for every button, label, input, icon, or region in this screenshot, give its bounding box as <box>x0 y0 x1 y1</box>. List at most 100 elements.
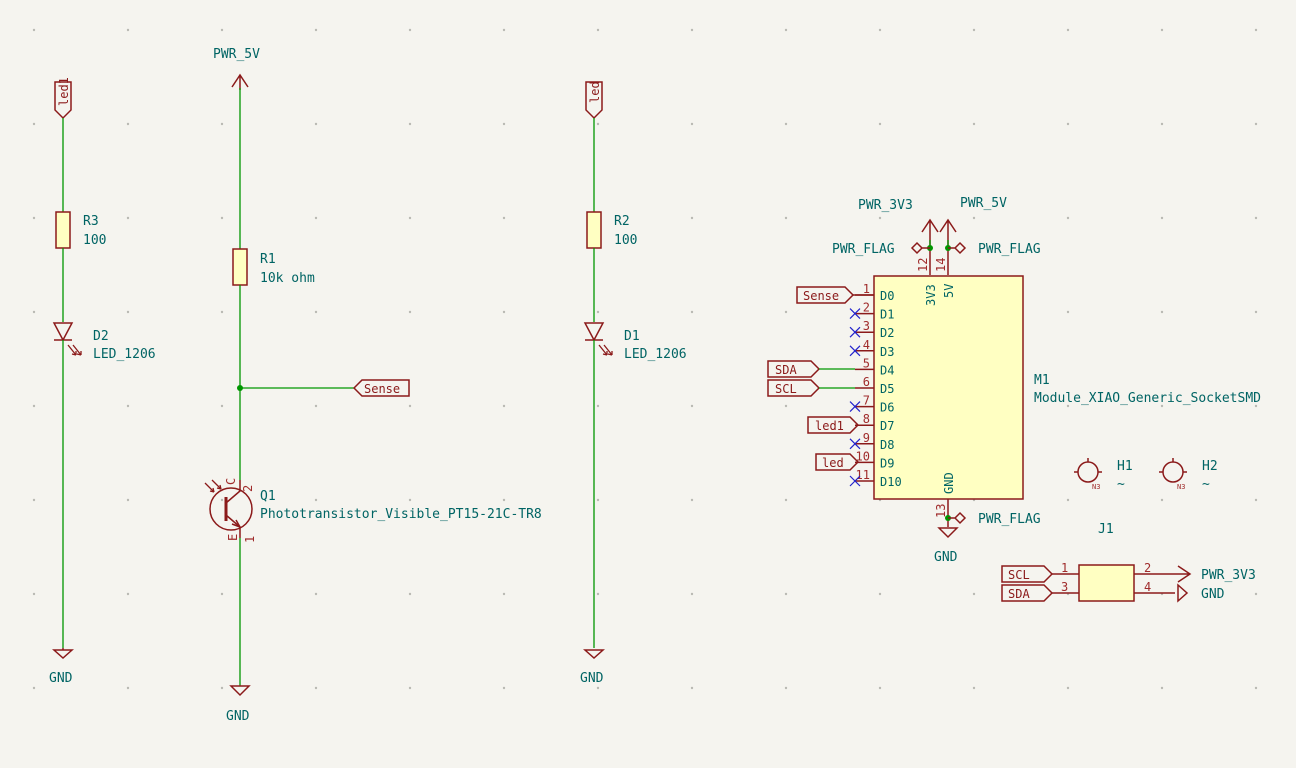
j1-ref: J1 <box>1098 522 1114 537</box>
label-scl-j1-text: SCL <box>1008 568 1030 582</box>
pwr-flag-3v3[interactable] <box>910 241 930 255</box>
sense-branch: PWR_5V R1 10k ohm Sense C 2 E 1 Q1 Photo… <box>204 47 542 724</box>
h2-value: ~ <box>1202 477 1210 492</box>
gnd-d1-text: GND <box>580 671 604 686</box>
mounting-hole-h1[interactable] <box>1074 458 1102 483</box>
pwr5v-symbol-top[interactable] <box>231 73 249 90</box>
no-connect-marker-11[interactable] <box>849 475 861 487</box>
m1-pin-num-2: 2 <box>863 301 870 315</box>
m1-pin-name-d1: D1 <box>880 308 894 322</box>
no-connect-marker-7[interactable] <box>849 401 861 413</box>
h1-value: ~ <box>1117 477 1125 492</box>
m1-pin-num-4: 4 <box>863 338 870 352</box>
label-sense-net-text: Sense <box>364 382 400 396</box>
label-sda-m1-text: SDA <box>775 363 797 377</box>
mounting-hole-h2[interactable] <box>1159 458 1187 483</box>
no-connect-marker-4[interactable] <box>849 345 861 357</box>
resistor-r1[interactable] <box>232 248 248 286</box>
module-m1-body[interactable] <box>873 275 1024 500</box>
m1-pin-gnd-name: GND <box>942 472 956 494</box>
xiao-module-group: PWR_3V3 PWR_5V PWR_FLAG PWR_FLAG 12 14 3… <box>767 196 1261 565</box>
m1-pin-5v-name: 5V <box>942 284 956 298</box>
flag-5v-text: PWR_FLAG <box>978 242 1041 257</box>
j1-pin2: 2 <box>1144 561 1151 575</box>
r1-ref: R1 <box>260 252 276 267</box>
m1-pin-num-10: 10 <box>856 449 870 463</box>
no-connect-marker-3[interactable] <box>849 326 861 338</box>
r3-ref: R3 <box>83 214 99 229</box>
m1-pin-name-d0: D0 <box>880 289 894 303</box>
j1-pin1: 1 <box>1061 561 1068 575</box>
no-connect-marker-2[interactable] <box>849 308 861 320</box>
label-led1-top[interactable] <box>54 81 72 120</box>
r1-value: 10k ohm <box>260 271 315 286</box>
gnd-symbol-m1[interactable] <box>937 527 959 539</box>
connector-j1-body[interactable] <box>1078 564 1135 602</box>
resistor-r3[interactable] <box>55 211 71 249</box>
label-sda-m1[interactable] <box>767 360 821 378</box>
pwr5v-m1-text: PWR_5V <box>960 196 1007 211</box>
led-d1[interactable] <box>583 322 613 356</box>
label-led1-m1[interactable] <box>807 416 860 434</box>
pwr3v3-symbol-j1[interactable] <box>1175 565 1192 583</box>
m1-pin-num-3: 3 <box>863 319 870 333</box>
m1-pin-name-d7: D7 <box>880 419 894 433</box>
pwr-flag-5v[interactable] <box>948 241 967 255</box>
gnd-symbol-d2[interactable] <box>52 648 74 660</box>
label-sense-net[interactable] <box>352 379 410 397</box>
r2-value: 100 <box>614 233 637 248</box>
pwr5v-top-text: PWR_5V <box>213 47 260 62</box>
background-grid <box>32 28 1258 690</box>
label-led-top-text: led <box>588 81 602 103</box>
label-sda-j1-text: SDA <box>1008 587 1030 601</box>
gnd-symbol-d1[interactable] <box>583 649 605 660</box>
q1-pin-e: E <box>226 534 240 541</box>
pwr-flag-gnd[interactable] <box>948 511 967 525</box>
led-d2[interactable] <box>52 322 82 356</box>
q1-pin-1: 1 <box>243 536 257 543</box>
m1-pin12-num: 12 <box>916 258 930 272</box>
led-branch: led R2 100 D1 LED_1206 GND <box>580 81 687 686</box>
phototransistor-q1[interactable] <box>204 479 253 538</box>
m1-pin-name-d10: D10 <box>880 475 902 489</box>
d1-ref: D1 <box>624 329 640 344</box>
resistor-r2[interactable] <box>586 211 602 249</box>
label-led-m1-text: led <box>822 456 844 470</box>
led1-branch: led1 R3 100 D2 LED_1206 GND <box>49 77 156 686</box>
label-scl-j1[interactable] <box>1001 565 1054 583</box>
m1-pin-name-d2: D2 <box>880 326 894 340</box>
m1-pin13-num: 13 <box>934 504 948 518</box>
m1-pin-num-8: 8 <box>863 412 870 426</box>
m1-pin-name-d6: D6 <box>880 401 894 415</box>
label-sda-j1[interactable] <box>1001 584 1054 602</box>
m1-ref: M1 <box>1034 373 1050 388</box>
label-sense-m1[interactable] <box>796 286 855 304</box>
gnd-q1-text: GND <box>226 709 250 724</box>
gnd-m1-text: GND <box>934 550 958 565</box>
m1-pin14-num: 14 <box>934 258 948 272</box>
m1-pin-name-d5: D5 <box>880 382 894 396</box>
pwr3v3-m1-text: PWR_3V3 <box>858 198 913 213</box>
d1-value: LED_1206 <box>624 347 687 362</box>
gnd-symbol-j1[interactable] <box>1177 583 1189 603</box>
d2-ref: D2 <box>93 329 109 344</box>
gnd-d2-text: GND <box>49 671 73 686</box>
label-led-top[interactable] <box>585 81 603 120</box>
m1-pin-name-d8: D8 <box>880 438 894 452</box>
label-scl-m1-text: SCL <box>775 382 797 396</box>
j1-pin3: 3 <box>1061 580 1068 594</box>
m1-pin-num-9: 9 <box>863 431 870 445</box>
m1-pin-3v3-name: 3V3 <box>924 284 938 306</box>
m1-value: Module_XIAO_Generic_SocketSMD <box>1034 391 1261 406</box>
h1-pad: N3 <box>1092 483 1100 491</box>
label-scl-m1[interactable] <box>767 379 821 397</box>
m1-pin-num-11: 11 <box>856 468 870 482</box>
d2-value: LED_1206 <box>93 347 156 362</box>
no-connect-marker-9[interactable] <box>849 438 861 450</box>
flag-3v3-text: PWR_FLAG <box>832 242 895 257</box>
gnd-j1-text: GND <box>1201 587 1225 602</box>
label-led-m1[interactable] <box>815 453 860 471</box>
gnd-symbol-q1[interactable] <box>229 685 251 697</box>
